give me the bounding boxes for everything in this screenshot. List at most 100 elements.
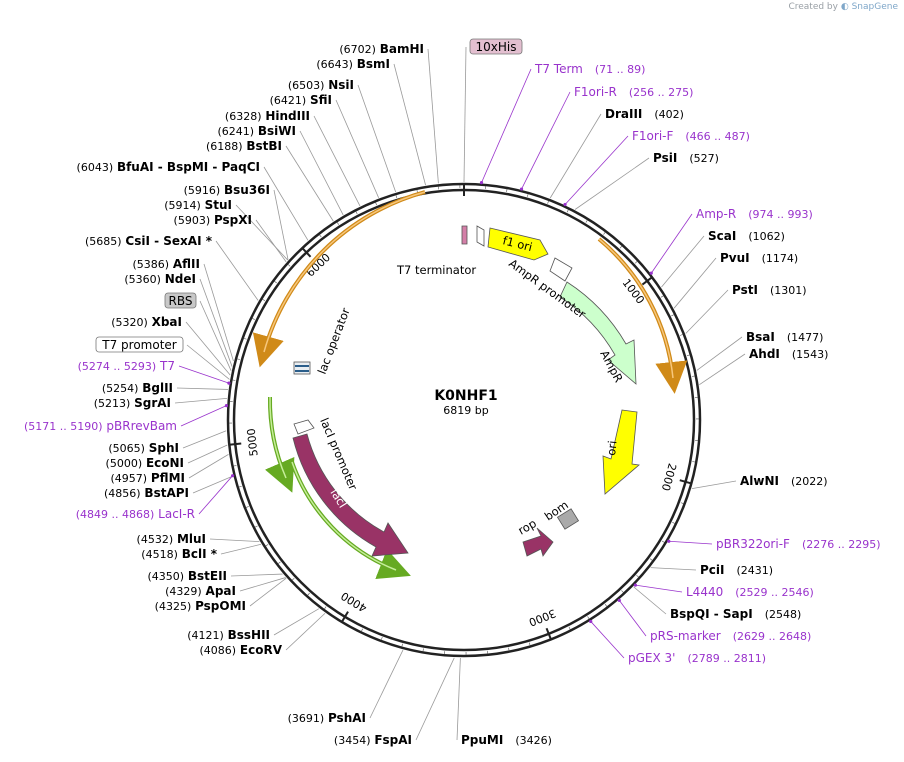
site-label-bsu36i: (5916) Bsu36I bbox=[184, 183, 270, 197]
site-name: NdeI bbox=[165, 272, 196, 286]
site-coords: (3454) bbox=[334, 734, 371, 747]
site-coords: (1062) bbox=[748, 230, 785, 243]
tick-mark bbox=[641, 276, 653, 286]
site-label-ndei: (5360) NdeI bbox=[124, 272, 196, 286]
site-coords: (4856) bbox=[104, 487, 141, 500]
feature-label-lac-operator: lac operator bbox=[315, 306, 353, 376]
site-coords: (1174) bbox=[762, 252, 799, 265]
site-text: (6328) HindIII bbox=[225, 109, 310, 123]
site-coords: (6421) bbox=[270, 94, 307, 107]
leader-line bbox=[456, 657, 461, 741]
site-label-t7-term: T7 Term(71 .. 89) bbox=[534, 62, 645, 76]
site-coords: (4518) bbox=[141, 548, 178, 561]
site-name: L4440 bbox=[686, 585, 723, 599]
label-leaders bbox=[174, 46, 746, 741]
tick-label: 4000 bbox=[339, 589, 370, 615]
site-coords: (256 .. 275) bbox=[629, 86, 694, 99]
site-name: BstBI bbox=[246, 139, 282, 153]
minor-tick bbox=[547, 200, 549, 204]
site-coords: (3691) bbox=[288, 712, 325, 725]
leader-line bbox=[590, 621, 625, 659]
tick-label: 5000 bbox=[245, 428, 261, 457]
leader-line bbox=[463, 46, 467, 183]
leader-line bbox=[313, 115, 361, 207]
site-text: (4086) EcoRV bbox=[200, 643, 283, 657]
site-label-nsii: (6503) NsiI bbox=[288, 78, 354, 92]
site-coords: (5903) bbox=[174, 214, 211, 227]
primer-site-marker bbox=[633, 583, 637, 587]
site-text: (6421) SfiI bbox=[270, 93, 332, 107]
minor-tick bbox=[660, 295, 664, 298]
feature-label-rop: rop bbox=[516, 516, 539, 538]
site-text: (4518) BclI * bbox=[141, 547, 217, 561]
site-name: BssHII bbox=[228, 628, 270, 642]
site-text: pGEX 3'(2789 .. 2811) bbox=[628, 651, 766, 665]
site-text: (5274 .. 5293) T7 bbox=[78, 359, 175, 373]
feature-t7-terminator-shape bbox=[461, 225, 468, 245]
feature-box-label: 10xHis bbox=[476, 40, 517, 54]
site-name: PflMI bbox=[151, 471, 185, 485]
site-coords: (5171 .. 5190) bbox=[24, 420, 103, 433]
leader-line bbox=[285, 612, 326, 651]
site-name: pBR322ori-F bbox=[716, 537, 790, 551]
feature-box-label: T7 promoter bbox=[101, 338, 177, 352]
site-coords: (4957) bbox=[110, 472, 147, 485]
site-coords: (5065) bbox=[108, 442, 145, 455]
site-name: BfuAI - BspMI - PaqCI bbox=[117, 160, 260, 174]
site-text: (5903) PspXI bbox=[174, 213, 252, 227]
feature-box bbox=[164, 292, 197, 309]
site-label-amp-r: Amp-R(974 .. 993) bbox=[696, 207, 813, 221]
site-label-econi: (5000) EcoNI bbox=[106, 456, 184, 470]
site-name: PsiI bbox=[653, 151, 677, 165]
site-text: DraIII(402) bbox=[605, 107, 684, 121]
site-name: SgrAI bbox=[134, 396, 171, 410]
leader-line bbox=[185, 321, 231, 376]
leader-line bbox=[186, 344, 230, 380]
feature-label-ori: ori bbox=[604, 440, 619, 456]
leader-line bbox=[199, 300, 232, 372]
site-text: (4329) ApaI bbox=[165, 584, 236, 598]
site-label-pbrrevbam: (5171 .. 5190) pBRrevBam bbox=[24, 419, 177, 433]
site-name: AhdI bbox=[749, 347, 780, 361]
feature-lac-operator-shape bbox=[293, 361, 311, 375]
minor-tick bbox=[661, 540, 665, 543]
minor-tick bbox=[587, 616, 590, 620]
leader-line bbox=[255, 219, 287, 263]
site-label-bamhi: (6702) BamHI bbox=[339, 42, 424, 56]
site-name: PpuMI bbox=[461, 733, 503, 747]
leader-line bbox=[230, 573, 283, 577]
tick-mark bbox=[340, 611, 349, 623]
site-coords: (6043) bbox=[77, 161, 114, 174]
site-name: BamHI bbox=[380, 42, 424, 56]
leader-line bbox=[192, 475, 233, 494]
minor-tick bbox=[252, 318, 255, 320]
site-name: pRS-marker bbox=[650, 629, 721, 643]
site-text: (4849 .. 4868) LacI-R bbox=[76, 507, 195, 521]
feature-box-label: RBS bbox=[169, 294, 193, 308]
site-text: T7 Term(71 .. 89) bbox=[534, 62, 645, 76]
leader-line bbox=[574, 157, 650, 210]
leader-line bbox=[673, 257, 717, 309]
site-coords: (2276 .. 2295) bbox=[802, 538, 881, 551]
minor-tick bbox=[307, 592, 310, 596]
tick-mark bbox=[229, 442, 242, 446]
site-label-alwni: AlwNI(2022) bbox=[740, 474, 828, 488]
minor-tick bbox=[619, 245, 623, 249]
leader-line bbox=[239, 577, 286, 592]
site-text: (5320) XbaI bbox=[111, 315, 182, 329]
site-name: CsiI - SexAI * bbox=[125, 234, 212, 248]
site-text: ScaI(1062) bbox=[708, 229, 785, 243]
site-label-bcli: (4518) BclI * bbox=[141, 547, 217, 561]
site-label-10xhis: 10xHis bbox=[469, 38, 523, 55]
minor-tick bbox=[634, 261, 638, 264]
site-coords: (3426) bbox=[515, 734, 552, 747]
site-name: EcoRV bbox=[240, 643, 283, 657]
site-coords: (6328) bbox=[225, 110, 262, 123]
site-label-bsai: BsaI(1477) bbox=[746, 330, 823, 344]
minor-tick bbox=[243, 337, 247, 340]
leader-line bbox=[188, 454, 229, 479]
backbone bbox=[226, 182, 702, 658]
leader-line bbox=[215, 240, 259, 301]
site-coords: (466 .. 487) bbox=[685, 130, 750, 143]
